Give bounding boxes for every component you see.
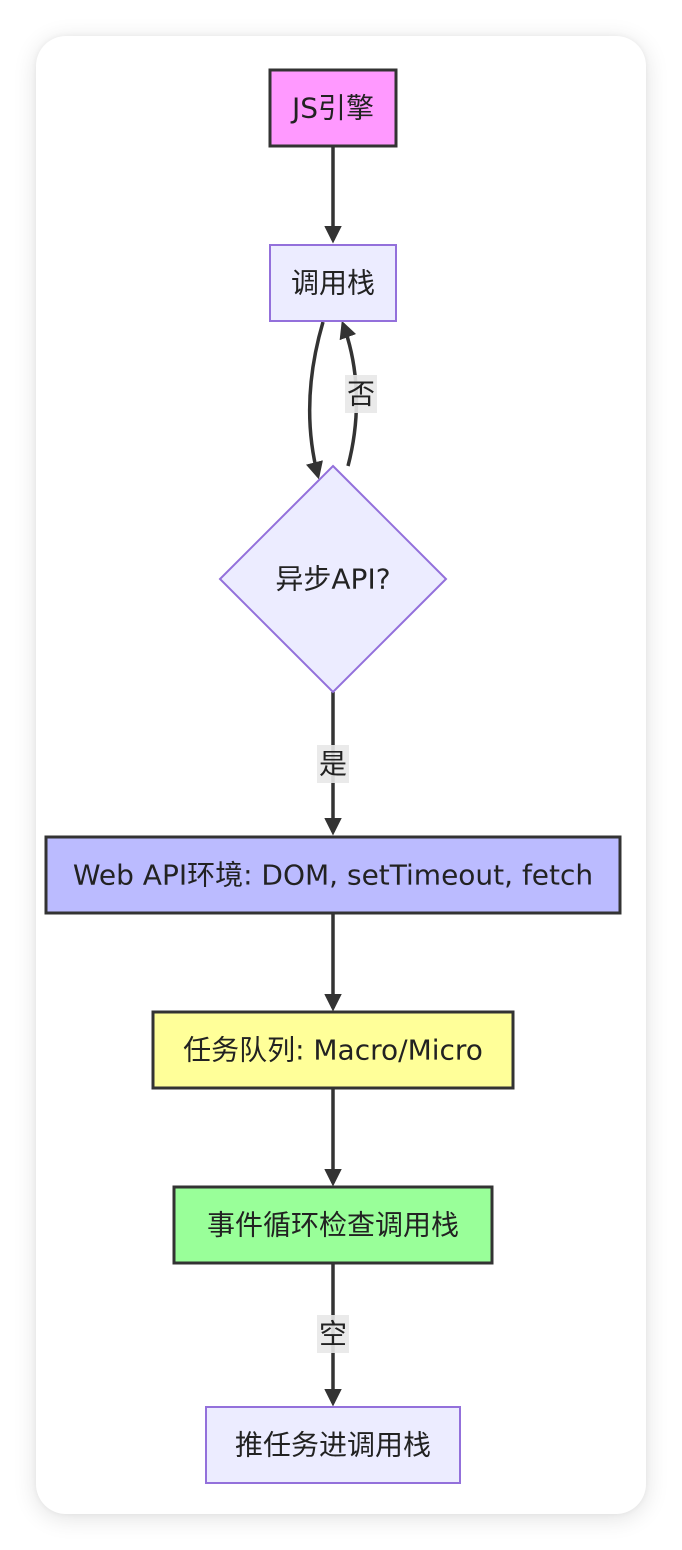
edge-stack-to-async: [306, 321, 325, 480]
node-js-engine: JS引擎: [268, 68, 398, 148]
svg-text:Web API环境: DOM, setTimeout, fe: Web API环境: DOM, setTimeout, fetch: [73, 859, 593, 892]
svg-text:异步API?: 异步API?: [275, 563, 390, 596]
svg-text:推任务进调用栈: 推任务进调用栈: [235, 1429, 431, 1462]
svg-text:是: 是: [319, 748, 347, 781]
svg-text:JS引擎: JS引擎: [290, 92, 374, 125]
svg-text:否: 否: [347, 378, 375, 411]
node-task-queue: 任务队列: Macro/Micro: [151, 1010, 515, 1090]
svg-text:任务队列: Macro/Micro: 任务队列: Macro/Micro: [183, 1034, 483, 1067]
svg-text:调用栈: 调用栈: [291, 267, 375, 300]
node-web-api: Web API环境: DOM, setTimeout, fetch: [44, 835, 622, 915]
edge-label-yes: 是: [317, 745, 349, 783]
svg-text:事件循环检查调用栈: 事件循环检查调用栈: [207, 1209, 459, 1242]
node-push-task: 推任务进调用栈: [205, 1406, 461, 1484]
node-async-api-decision: 异步API?: [218, 464, 448, 694]
node-event-loop: 事件循环检查调用栈: [172, 1185, 494, 1265]
svg-text:空: 空: [319, 1318, 347, 1351]
node-call-stack: 调用栈: [269, 244, 397, 322]
edge-label-empty: 空: [317, 1315, 349, 1353]
edge-label-no: 否: [345, 375, 377, 413]
